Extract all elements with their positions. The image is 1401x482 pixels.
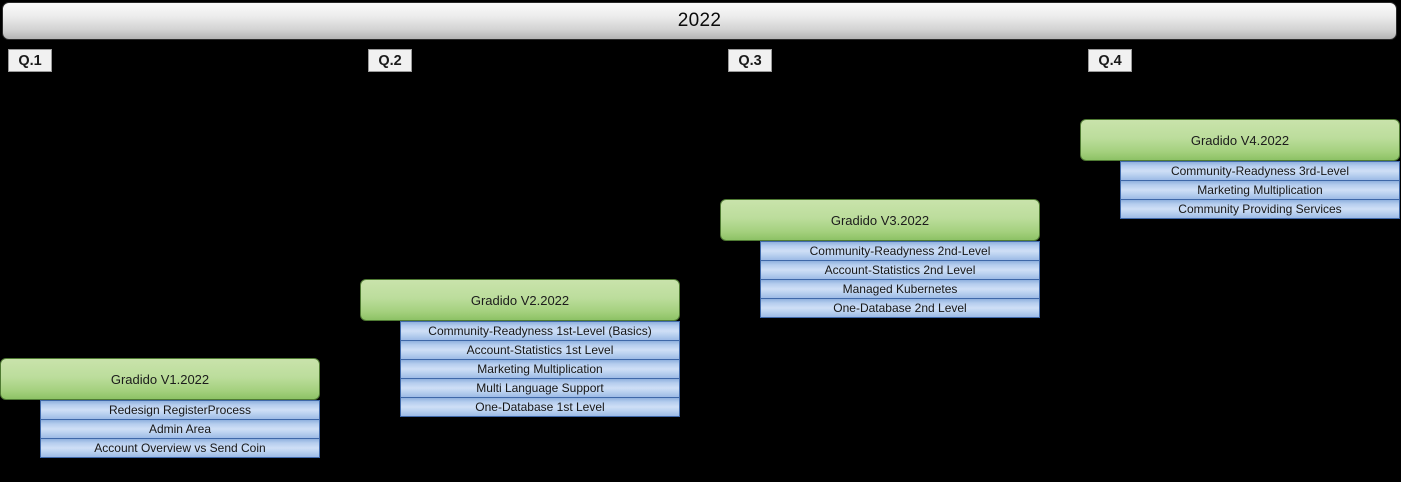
release-header-1[interactable]: Gradido V1.2022 (0, 358, 320, 400)
feature-list-2: Community-Readyness 1st-Level (Basics) Ac… (400, 321, 680, 417)
quarter-label-1: Q.1 (8, 49, 52, 72)
feature-label: Redesign RegisterProcess (108, 403, 252, 417)
feature-item[interactable]: Multi Language Support (400, 378, 680, 398)
release-title: Gradido V4.2022 (1190, 132, 1290, 148)
release-header-2[interactable]: Gradido V2.2022 (360, 279, 680, 321)
feature-label: Marketing Multiplication (477, 362, 603, 376)
feature-item[interactable]: Redesign RegisterProcess (40, 400, 320, 420)
quarter-label-3: Q.3 (728, 49, 772, 72)
feature-label: Community-Readyness 3rd-Level (1170, 164, 1350, 178)
feature-item[interactable]: Marketing Multiplication (400, 359, 680, 379)
year-label: 2022 (677, 10, 722, 31)
feature-label: Managed Kubernetes (842, 282, 958, 296)
feature-label: One-Database 1st Level (475, 400, 605, 414)
release-title: Gradido V2.2022 (470, 292, 570, 308)
feature-item[interactable]: One-Database 1st Level (400, 397, 680, 417)
feature-label: Account-Statistics 2nd Level (824, 263, 976, 277)
feature-label: Account Overview vs Send Coin (94, 441, 266, 455)
release-title: Gradido V3.2022 (830, 212, 930, 228)
feature-item[interactable]: Community-Readyness 2nd-Level (760, 241, 1040, 261)
feature-label: Account-Statistics 1st Level (466, 343, 614, 357)
release-header-4[interactable]: Gradido V4.2022 (1080, 119, 1400, 161)
quarter-label-2: Q.2 (368, 49, 412, 72)
release-title: Gradido V1.2022 (110, 371, 210, 387)
feature-item[interactable]: One-Database 2nd Level (760, 298, 1040, 318)
feature-label: Community-Readyness 2nd-Level (809, 244, 991, 258)
feature-item[interactable]: Managed Kubernetes (760, 279, 1040, 299)
feature-item[interactable]: Community Providing Services (1120, 199, 1400, 219)
year-header-bar: 2022 (2, 2, 1397, 40)
feature-label: Admin Area (148, 422, 212, 436)
feature-label: One-Database 2nd Level (833, 301, 967, 315)
quarter-label-4: Q.4 (1088, 49, 1132, 72)
feature-item[interactable]: Marketing Multiplication (1120, 180, 1400, 200)
feature-item[interactable]: Account Overview vs Send Coin (40, 438, 320, 458)
feature-item[interactable]: Account-Statistics 2nd Level (760, 260, 1040, 280)
feature-label: Multi Language Support (476, 381, 604, 395)
feature-label: Marketing Multiplication (1197, 183, 1323, 197)
feature-item[interactable]: Community-Readyness 1st-Level (Basics) (400, 321, 680, 341)
release-header-3[interactable]: Gradido V3.2022 (720, 199, 1040, 241)
feature-item[interactable]: Account-Statistics 1st Level (400, 340, 680, 360)
feature-item[interactable]: Admin Area (40, 419, 320, 439)
feature-label: Community-Readyness 1st-Level (Basics) (428, 324, 652, 338)
feature-item[interactable]: Community-Readyness 3rd-Level (1120, 161, 1400, 181)
feature-label: Community Providing Services (1178, 202, 1342, 216)
